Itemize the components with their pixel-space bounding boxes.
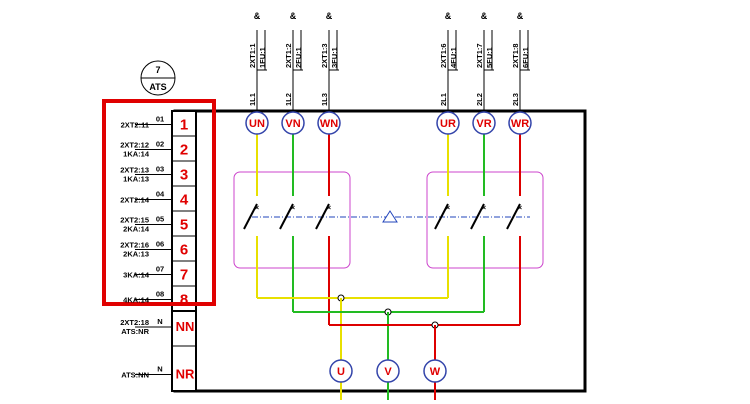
terminal-desc: 1KA:14 [123, 150, 150, 159]
terminal-desc: ATS:NR [121, 327, 149, 336]
feed-conn-label: 2XT1:2 [284, 43, 293, 68]
terminal-desc: 2XT2:15 [120, 216, 149, 225]
terminal-number: 4 [180, 192, 189, 209]
input-label: WR [511, 118, 529, 130]
feed-conn-label: 2XT1:6 [439, 43, 448, 68]
input-terminal [317, 111, 341, 135]
switch-blade [315, 203, 330, 230]
wire-number: N [157, 317, 162, 326]
feed-fuse-label: 5FU:1 [485, 47, 494, 68]
wire-number: 02 [156, 140, 164, 149]
feed-fuse-label: 3FU:1 [330, 47, 339, 68]
feed-conn-label: 2XT1:3 [320, 43, 329, 68]
feed-line-label: 1L3 [320, 93, 329, 106]
input-label: UN [249, 118, 265, 130]
output-label: U [337, 366, 345, 378]
output-terminal [329, 359, 353, 383]
feed-fuse-label: 2FU:1 [294, 47, 303, 68]
output-terminal [376, 359, 400, 383]
feed-amp: & [254, 11, 261, 21]
terminal-desc: 2XT2:11 [121, 121, 149, 130]
terminal-desc: 2KA:14 [123, 225, 150, 234]
input-terminal [472, 111, 496, 135]
terminal-desc: 4KA:14 [123, 296, 150, 305]
feed-fuse-label: 1FU:1 [258, 47, 267, 68]
terminal-number: 2 [180, 142, 188, 159]
input-label: UR [440, 118, 456, 130]
terminal-desc: 2XT2:12 [120, 141, 149, 150]
output-label: W [430, 366, 441, 378]
terminal-number: 7 [180, 267, 188, 284]
feed-fuse-label: 4FU:1 [449, 47, 458, 68]
feed-amp: & [481, 11, 488, 21]
feed-amp: & [445, 11, 452, 21]
feed-line-label: 2L1 [439, 93, 448, 106]
terminal-number: 6 [180, 242, 188, 259]
neutral-label: NR [176, 367, 195, 382]
terminal-number: 1 [180, 117, 188, 134]
wire-number: 07 [156, 265, 164, 274]
terminal-number: 5 [180, 217, 188, 234]
terminal-desc: ATS:NN [121, 371, 149, 380]
interlock-icon [382, 210, 398, 223]
ats-tag-name: ATS [149, 82, 166, 92]
ats-enclosure [173, 109, 587, 393]
terminal-desc: 2XT2:13 [120, 166, 149, 175]
input-label: WN [320, 118, 338, 130]
terminal-desc: 2XT2:14 [120, 196, 150, 205]
contact-mark: × [291, 203, 296, 212]
output-label: V [384, 366, 392, 378]
feed-amp: & [517, 11, 524, 21]
input-terminal [508, 111, 532, 135]
feed-amp: & [326, 11, 333, 21]
terminal-desc: 3KA:14 [123, 271, 150, 280]
contact-mark: × [518, 203, 523, 212]
terminal-desc: 2KA:13 [123, 250, 149, 259]
switch-blade [434, 203, 449, 230]
terminal-desc: 2XT2:18 [120, 318, 149, 327]
feed-line-label: 2L2 [475, 93, 484, 106]
switch-blade [470, 203, 485, 230]
terminal-number: 3 [180, 167, 188, 184]
terminal-number: 8 [180, 292, 188, 309]
feed-conn-label: 2XT1:1 [248, 43, 257, 68]
contact-mark: × [446, 203, 451, 212]
output-terminal [423, 359, 447, 383]
feed-amp: & [290, 11, 297, 21]
feed-fuse-label: 6FU:1 [521, 47, 530, 68]
wire-number: 06 [156, 240, 164, 249]
wire-number: 01 [156, 115, 164, 124]
contact-mark: × [255, 203, 260, 212]
feed-line-label: 2L3 [511, 93, 520, 106]
input-label: VN [285, 118, 300, 130]
switch-blade [243, 203, 258, 230]
switch-blade [279, 203, 294, 230]
feed-line-label: 1L1 [248, 93, 257, 106]
feed-conn-label: 2XT1:7 [475, 43, 484, 68]
terminal-desc: 2XT2:16 [120, 241, 149, 250]
wire-number: 04 [156, 190, 165, 199]
terminal-desc: 1KA:13 [123, 175, 149, 184]
wire-number: N [157, 365, 162, 374]
input-terminal [436, 111, 460, 135]
terminal-strip [171, 110, 197, 392]
highlight-frame [102, 99, 216, 306]
switch-blade [506, 203, 521, 230]
wire-number: 03 [156, 165, 164, 174]
input-terminal [245, 111, 269, 135]
feed-line-label: 1L2 [284, 93, 293, 106]
wire-number: 08 [156, 290, 164, 299]
input-label: VR [476, 118, 491, 130]
contact-mark: × [482, 203, 487, 212]
wire-number: 05 [156, 215, 164, 224]
input-terminal [281, 111, 305, 135]
ats-tag-number: 7 [155, 65, 160, 75]
neutral-label: NN [176, 319, 195, 334]
feed-conn-label: 2XT1:8 [511, 43, 520, 68]
contact-mark: × [327, 203, 332, 212]
